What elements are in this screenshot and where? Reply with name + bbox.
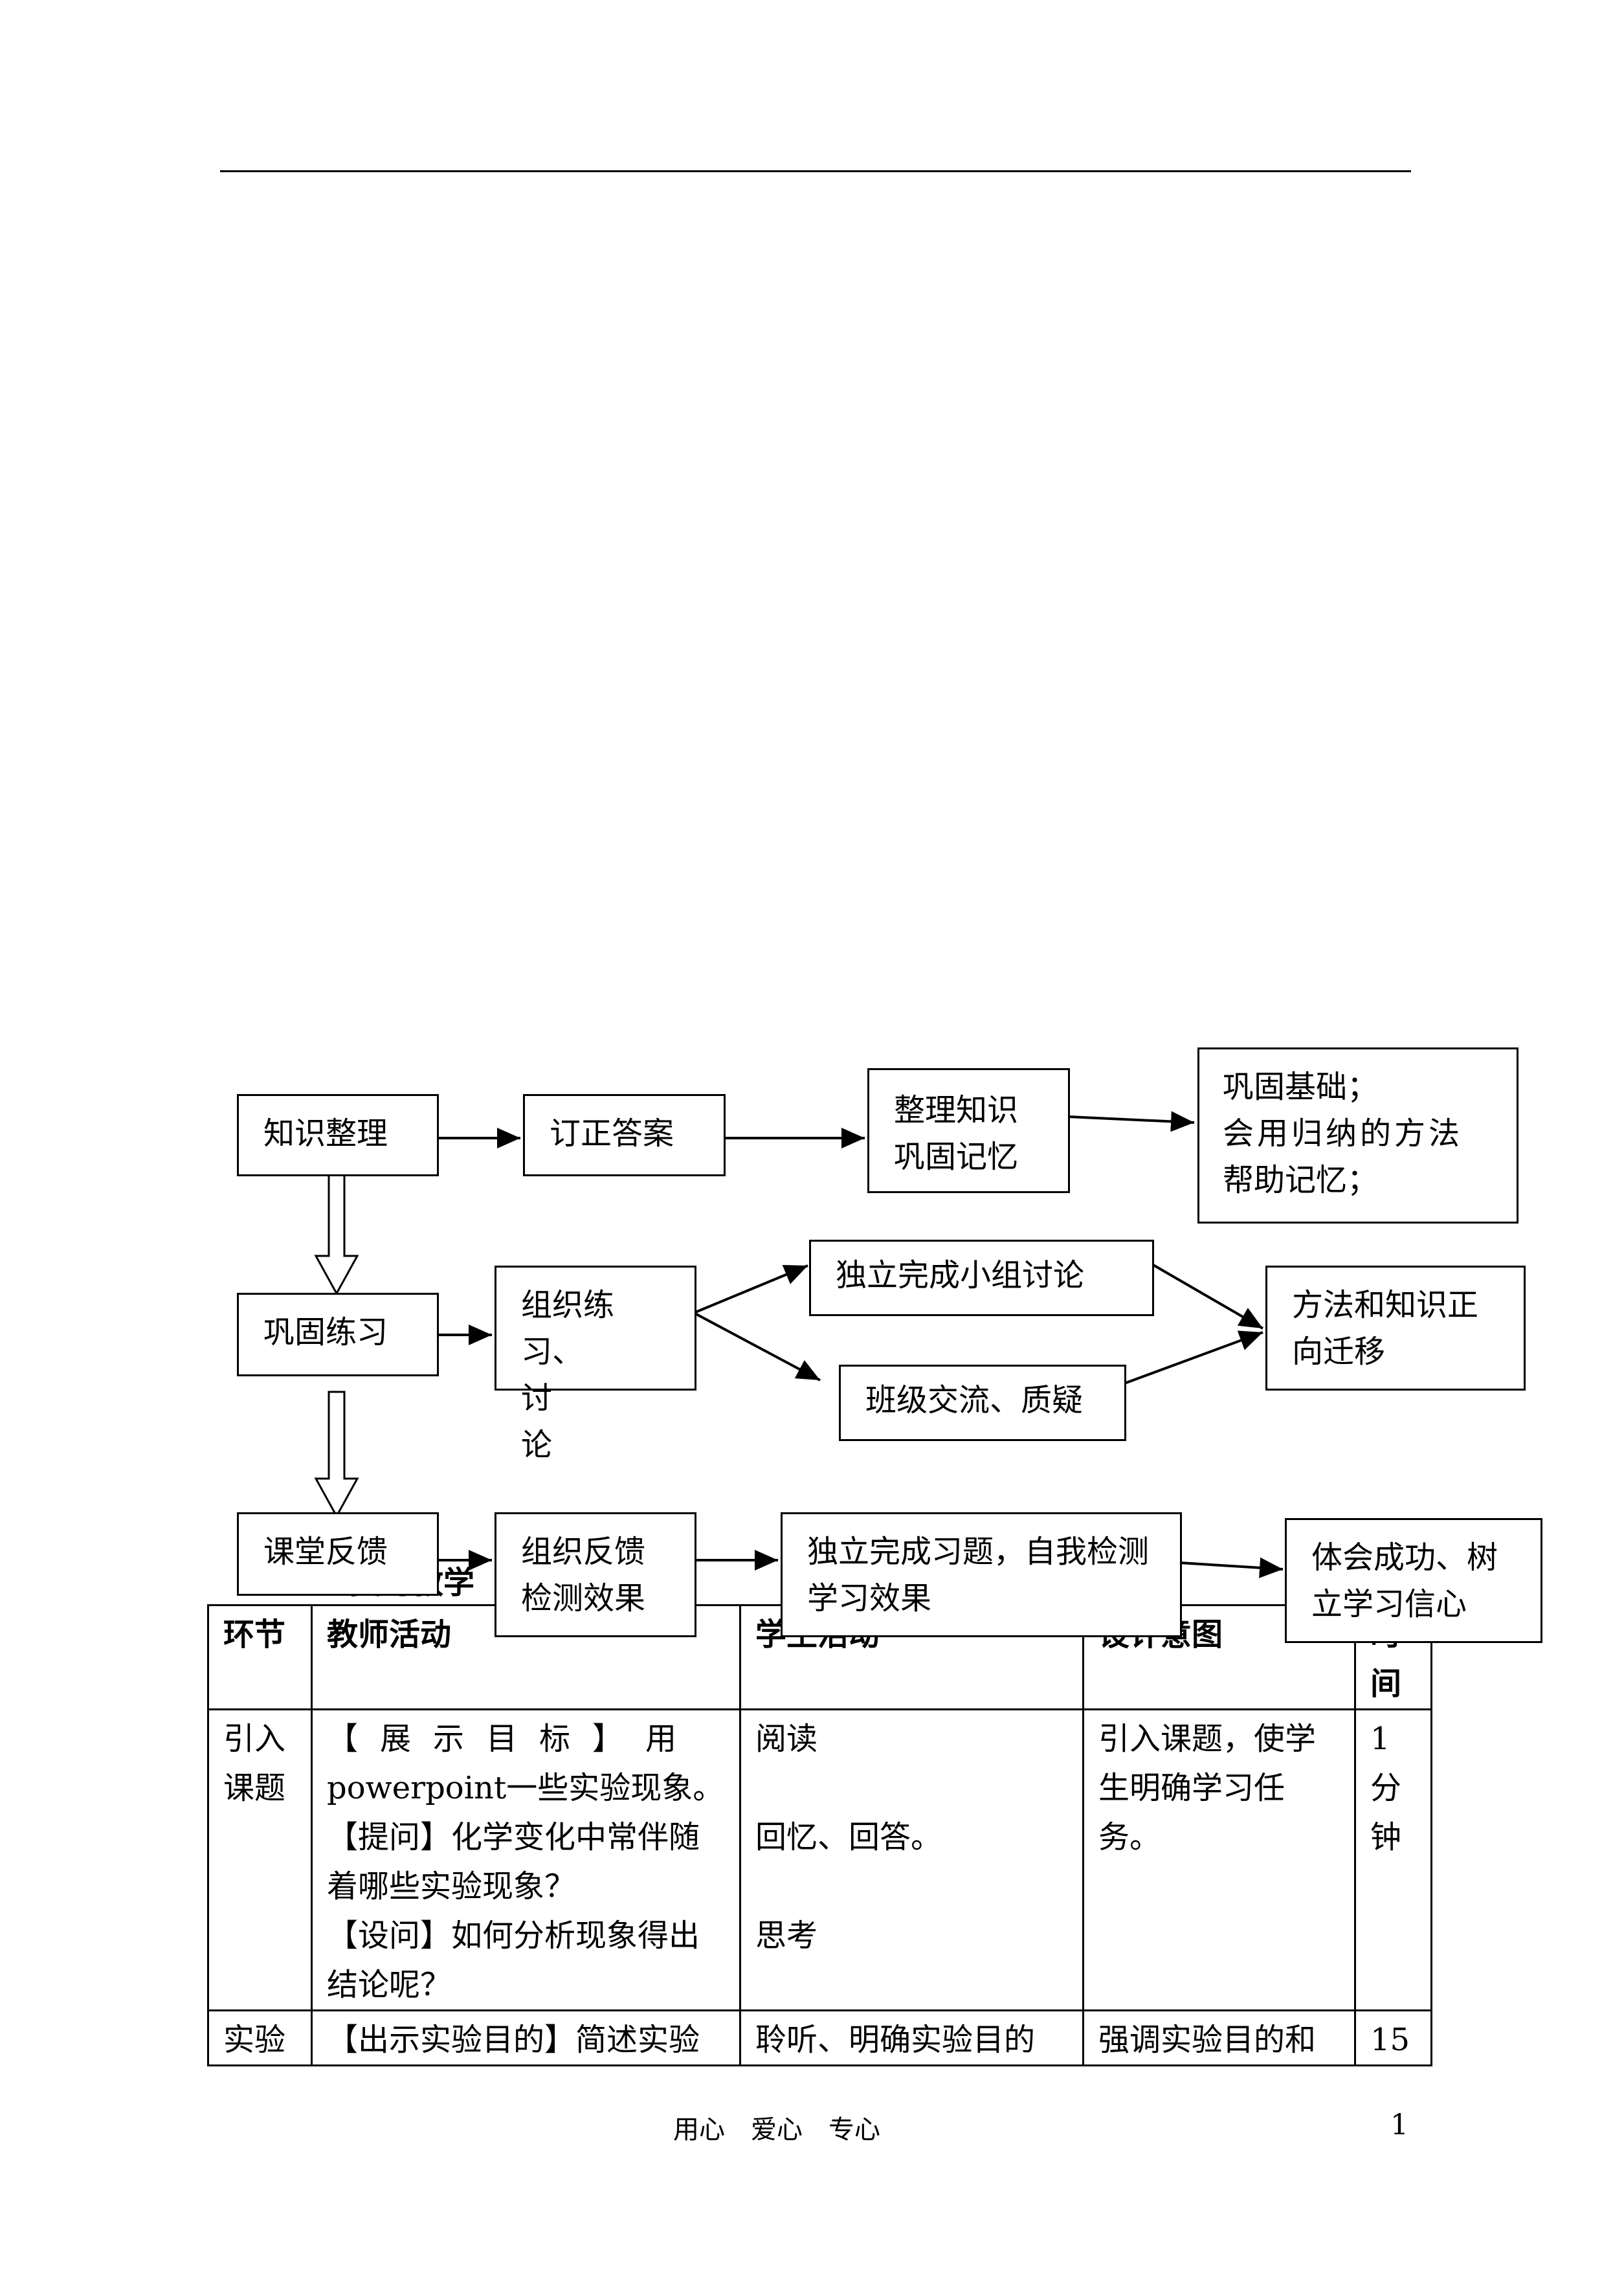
cell-stage: 引入 课题 <box>207 1708 313 2011</box>
box-text: 向迁移 <box>1292 1334 1386 1370</box>
cell-line: 【展示目标】用 <box>327 1721 699 1757</box>
box-text: 独立完成小组讨论 <box>836 1257 1085 1293</box>
cell-student: 阅读 回忆、回答。 思考 <box>739 1708 1084 2011</box>
cell-time: 1 分 钟 <box>1354 1708 1432 2011</box>
box-method-transfer: 方法和知识正 向迁移 <box>1265 1266 1526 1391</box>
box-text: 帮助记忆； <box>1223 1162 1379 1198</box>
arrow-r2-3 <box>693 1312 821 1381</box>
box-organize-consolidate: 整理知识 巩固记忆 <box>867 1068 1070 1193</box>
cell-teacher: 【出示实验目的】简述实验 <box>311 2009 741 2066</box>
box-group-discussion: 独立完成小组讨论 <box>809 1240 1154 1316</box>
box-text: 独立完成习题，自我检测 <box>807 1534 1150 1570</box>
cell-intent: 强调实验目的和 <box>1082 2009 1356 2066</box>
cell-line: 课题 <box>223 1770 286 1806</box>
box-text: 讨论 <box>521 1380 615 1463</box>
box-text: 巩固记忆 <box>894 1139 1019 1175</box>
box-text: 学习效果 <box>807 1580 932 1616</box>
box-text: 知识整理 <box>263 1115 388 1152</box>
box-knowledge-organizing: 知识整理 <box>237 1094 439 1176</box>
box-text: 方法和知识正 <box>1292 1287 1479 1323</box>
header-rule <box>220 170 1411 172</box>
box-consolidate-basics: 巩固基础； 会用归纳的方法 帮助记忆； <box>1197 1047 1518 1224</box>
cell-line: 结论呢？ <box>327 1967 452 2003</box>
box-text: 会用归纳的方法 <box>1223 1115 1463 1152</box>
hollow-down-arrow-2 <box>314 1391 359 1519</box>
box-self-test: 独立完成习题，自我检测 学习效果 <box>781 1512 1182 1637</box>
box-text: 组织反馈 <box>521 1534 646 1570</box>
cell-line: 思考 <box>755 1918 818 1954</box>
box-text: 组织练习、 <box>521 1287 615 1370</box>
cell-line: 回忆、回答。 <box>755 1819 942 1855</box>
cell-line: 1 <box>1370 1721 1390 1757</box>
cell-line <box>755 1862 1068 1911</box>
cell-teacher: 【展示目标】用 powerpoint一些实验现象。 【提问】化学变化中常伴随 着… <box>311 1708 741 2011</box>
box-class-exchange: 班级交流、质疑 <box>839 1365 1126 1441</box>
header-stage: 环节 <box>207 1604 313 1710</box>
arrow-r2-4 <box>1151 1263 1264 1330</box>
table-row: 引入 课题 【展示目标】用 powerpoint一些实验现象。 【提问】化学变化… <box>207 1708 1432 2011</box>
box-text: 巩固基础； <box>1223 1069 1379 1105</box>
box-organize-feedback: 组织反馈 检测效果 <box>495 1512 696 1637</box>
page-number: 1 <box>1390 2108 1408 2142</box>
arrow-r2-2 <box>693 1264 808 1314</box>
footer-motto: 用心 爱心 专心 <box>673 2115 880 2145</box>
cell-line: 阅读 <box>755 1721 818 1757</box>
cell-line: 【提问】化学变化中常伴随 <box>327 1819 700 1855</box>
cell-line: 着哪些实验现象？ <box>327 1868 576 1905</box>
box-text: 课堂反馈 <box>263 1534 388 1570</box>
arrow-r3-3 <box>1179 1557 1284 1578</box>
box-text: 班级交流、质疑 <box>865 1382 1084 1418</box>
hollow-down-arrow-1 <box>314 1169 359 1296</box>
cell-intent: 引入课题，使学 生明确学习任务。 <box>1082 1708 1356 2011</box>
box-organize-practice: 组织练习、 讨论 <box>495 1266 696 1463</box>
cell-line: 钟 <box>1370 1819 1402 1855</box>
table-row: 实验 【出示实验目的】简述实验 聆听、明确实验目的 强调实验目的和 15 <box>207 2009 1432 2066</box>
box-text: 整理知识 <box>894 1092 1019 1128</box>
box-feedback: 课堂反馈 <box>237 1512 439 1596</box>
cell-line: 引入 <box>223 1721 286 1757</box>
box-text: 体会成功、树 <box>1311 1539 1498 1576</box>
box-text: 立学习信心 <box>1311 1586 1467 1622</box>
cell-line: 【设问】如何分析现象得出 <box>327 1918 700 1954</box>
box-text: 订正答案 <box>550 1115 674 1152</box>
box-correct-answers: 订正答案 <box>523 1094 726 1176</box>
lesson-table: 环节 教师活动 学生活动 设计意图 时间 引入 课题 【展示目标】用 power… <box>207 1604 1432 2066</box>
cell-student: 聆听、明确实验目的 <box>739 2009 1084 2066</box>
cell-line: 分 <box>1370 1770 1402 1806</box>
box-success-confidence: 体会成功、树 立学习信心 <box>1285 1518 1542 1643</box>
cell-line <box>755 1763 1068 1813</box>
cell-time: 15 <box>1354 2009 1432 2066</box>
arrow-r2-5 <box>1124 1330 1263 1385</box>
cell-line: 引入课题，使学 <box>1098 1721 1317 1757</box>
cell-line: 生明确学习任务。 <box>1098 1770 1285 1855</box>
cell-line: powerpoint一些实验现象。 <box>327 1770 724 1806</box>
cell-stage: 实验 <box>207 2009 313 2066</box>
box-text: 检测效果 <box>521 1580 646 1616</box>
arrow-r1-3 <box>1067 1111 1195 1132</box>
box-text: 巩固练习 <box>263 1314 388 1350</box>
box-practice: 巩固练习 <box>237 1293 439 1376</box>
